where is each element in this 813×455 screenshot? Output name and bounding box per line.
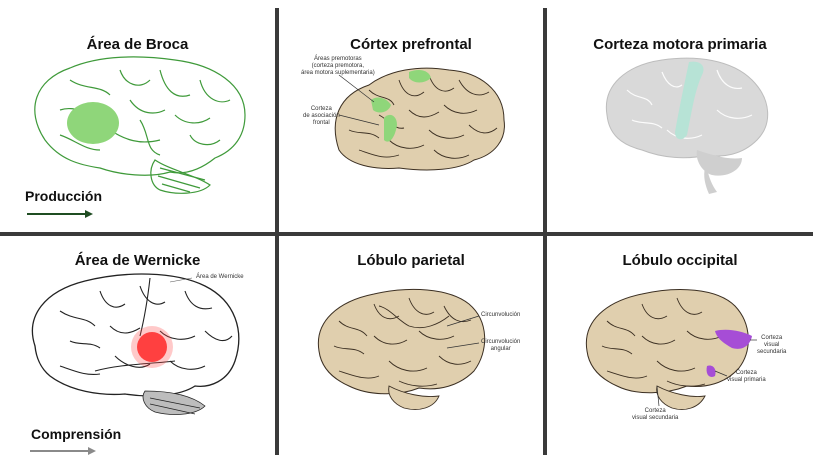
panel-motor: Corteza motora primaria [547, 0, 813, 232]
angular-annotation: Circunvolución angular [481, 339, 520, 353]
production-label: Producción [25, 188, 102, 204]
wernicke-annotation: Área de Wernicke [196, 274, 244, 281]
panel-parietal: Lóbulo parietal Circunvolución Circunvol… [279, 236, 543, 455]
broca-highlight [67, 102, 119, 144]
comprehension-label: Comprensión [31, 426, 121, 442]
panel-wernicke: Área de Wernicke Área de Wernicke Compre… [0, 236, 275, 455]
primary-visual-annotation: Corteza visual primaria [727, 370, 766, 384]
comprehension-arrowhead [88, 447, 96, 455]
panel-broca: Área de Broca Producción [0, 0, 275, 232]
panel-occipital: Lóbulo occipital Corteza visual secundar… [547, 236, 813, 455]
association-annotation: Corteza de asociación frontal [303, 106, 340, 127]
secondary-visual-right-annotation: Corteza visual secundaria [757, 335, 786, 356]
production-arrowhead [85, 210, 93, 218]
motor-brain-illustration [547, 0, 813, 232]
supramarginal-annotation: Circunvolución [481, 312, 520, 319]
panel-prefrontal: Córtex prefrontal Áreas premotoras (cort… [279, 0, 543, 232]
premotor-annotation: Áreas premotoras (corteza premotora, áre… [301, 56, 375, 77]
wernicke-brain-illustration [0, 236, 275, 455]
secondary-visual-bottom-annotation: Corteza visual secundaria [632, 408, 678, 422]
